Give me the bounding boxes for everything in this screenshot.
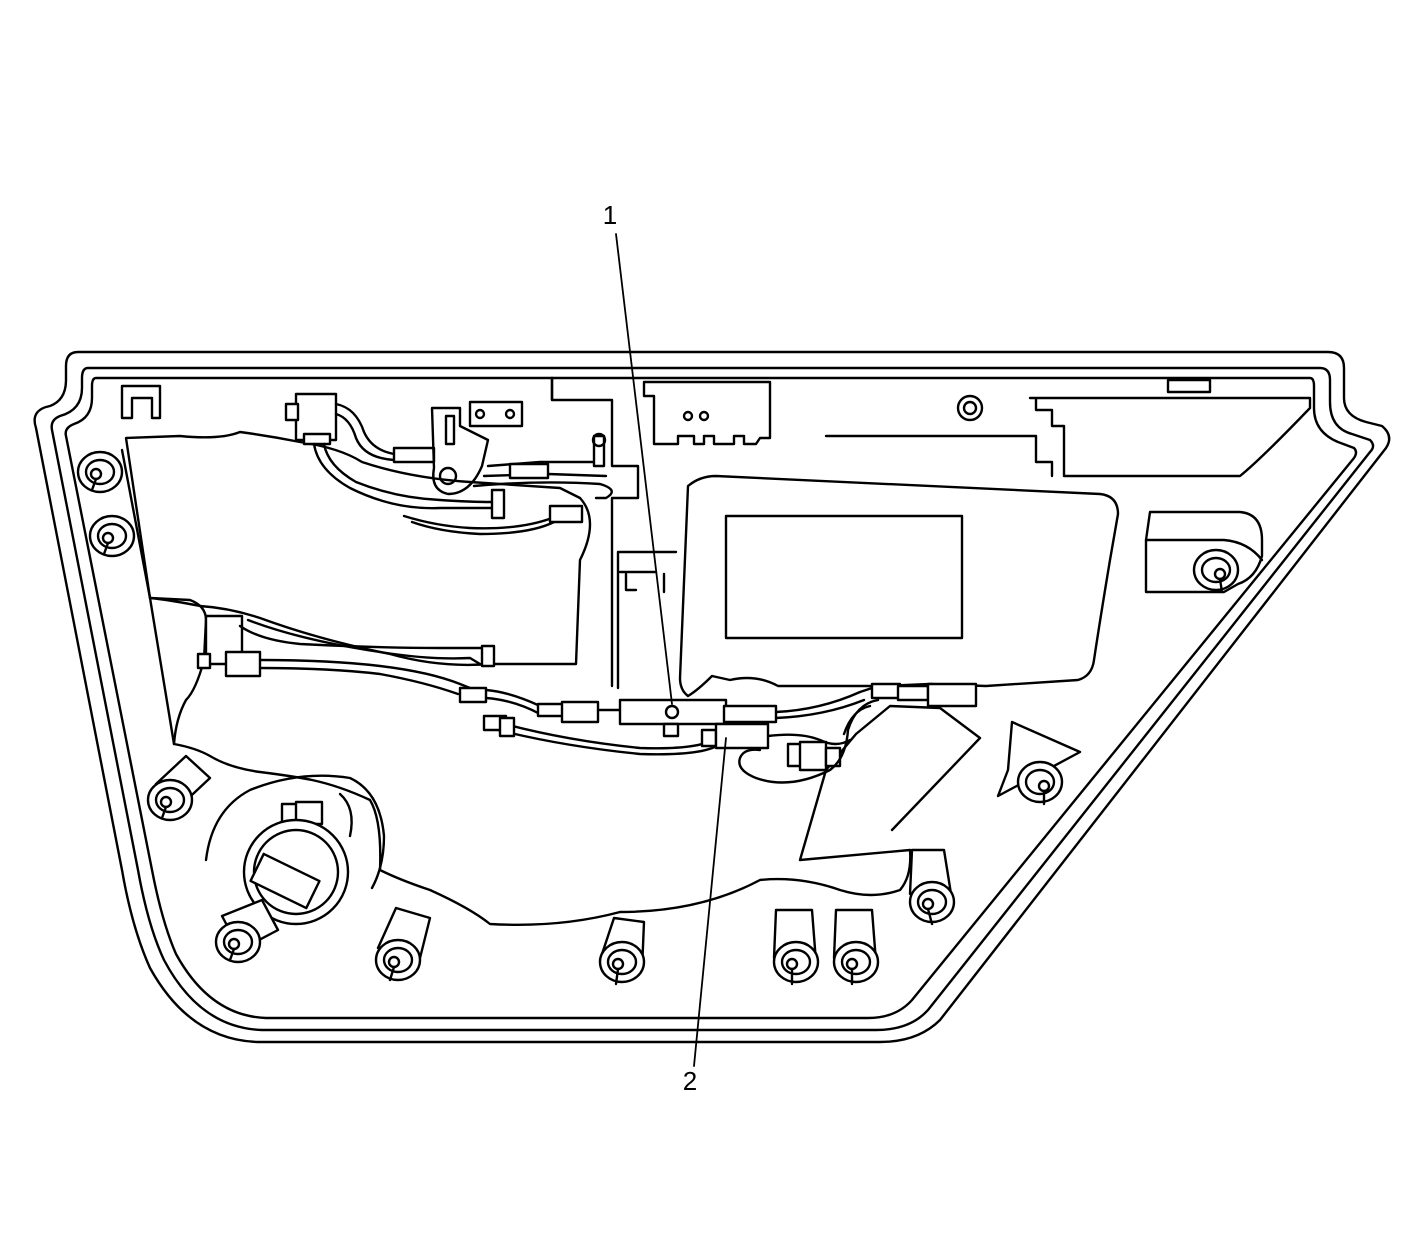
clip-bottom-6 [910, 850, 954, 924]
clip-bottom-1 [216, 922, 260, 962]
deflector-cutout [122, 432, 980, 925]
clip-left-3 [148, 756, 210, 820]
door-panel-outline [35, 352, 1390, 1042]
upper-wiring-cluster [286, 394, 612, 534]
clip-right-1 [1018, 762, 1062, 804]
callout-2-label: 2 [683, 1066, 697, 1096]
callout-1-leader [616, 234, 672, 704]
clip-left-2 [90, 516, 134, 556]
clip-bottom-2 [376, 908, 430, 980]
clip-left-1 [78, 452, 122, 492]
callout-1-label: 1 [603, 200, 617, 230]
switch-housing [618, 476, 1118, 696]
clip-bottom-3 [600, 918, 644, 984]
upper-channel [552, 378, 1310, 686]
retainer-clips [78, 452, 1238, 984]
door-handle-assembly [206, 776, 384, 950]
clip-right-2 [1194, 550, 1238, 592]
clip-bottom-4 [774, 910, 818, 984]
callout-2-leader [694, 738, 726, 1066]
top-left-clip [122, 386, 160, 418]
clip-bottom-5 [834, 910, 878, 984]
